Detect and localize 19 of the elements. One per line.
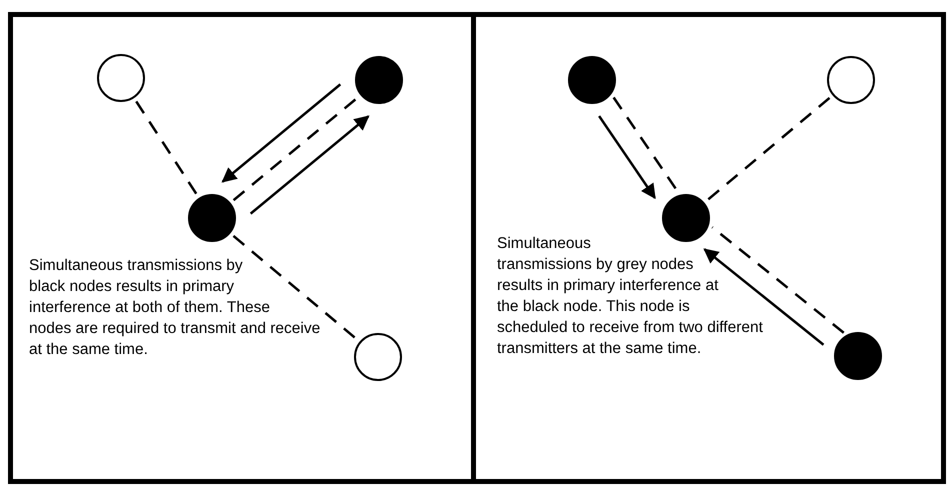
open-node-circle: [97, 54, 145, 102]
filled-node-circle: [355, 56, 403, 104]
description-text: Simultaneous transmissions by black nodes results in primary interference at both of them. These nodes are required to transmit and receive at the same time.: [29, 256, 322, 360]
dashed-link-line: [135, 100, 198, 196]
transmission-arrow: [598, 115, 656, 200]
filled-node-circle: [188, 194, 236, 242]
filled-node-circle: [568, 56, 616, 104]
filled-node-circle: [662, 194, 710, 242]
filled-node-circle: [834, 332, 882, 380]
dashed-link-line: [232, 96, 358, 202]
dashed-link-line: [232, 235, 358, 340]
open-node-circle: [827, 56, 875, 104]
transmission-arrow: [222, 83, 342, 183]
dashed-link-line: [706, 97, 830, 201]
transmission-arrow: [250, 115, 370, 215]
dashed-link-line: [712, 226, 844, 334]
transmission-arrow: [703, 248, 824, 346]
open-node-circle: [354, 333, 402, 381]
description-text: Simultaneous transmissions by grey nodes results in primary interference at the black node. This node is scheduled to receive from two different transmitters at the same time.: [497, 234, 764, 359]
